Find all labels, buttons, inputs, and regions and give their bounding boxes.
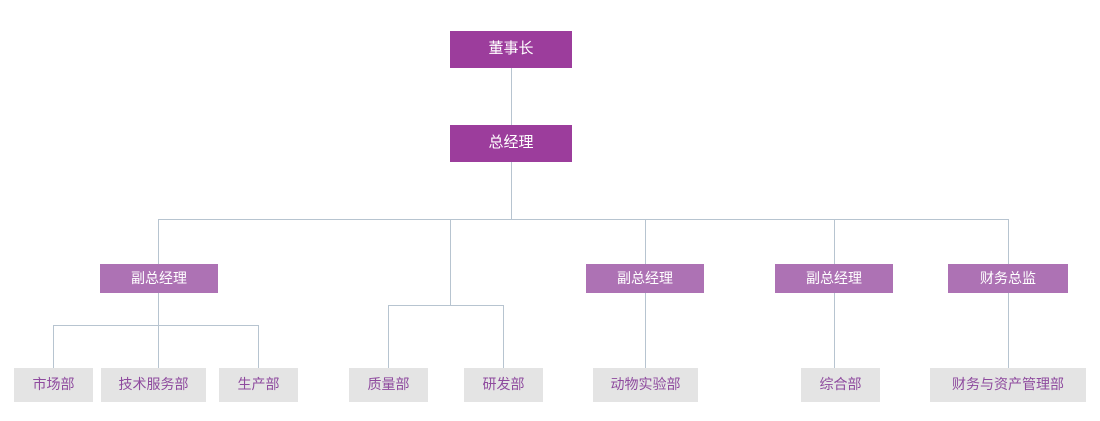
connector-branch3-leaf — [645, 293, 646, 368]
node-dept-finance-asset[interactable]: 财务与资产管理部 — [930, 368, 1086, 402]
connector-bus-drop-1 — [158, 219, 159, 264]
node-dept-marketing[interactable]: 市场部 — [14, 368, 93, 402]
node-dept-rnd[interactable]: 研发部 — [464, 368, 543, 402]
connector-branch1-leaf-2 — [158, 325, 159, 368]
node-deputy-gm-3[interactable]: 副总经理 — [775, 264, 893, 293]
connector-branch4-leaf — [834, 293, 835, 368]
connector-branch2-leaf-2 — [503, 305, 504, 368]
connector-bus-drop-2 — [450, 219, 451, 305]
node-dept-animal-lab[interactable]: 动物实验部 — [593, 368, 698, 402]
connector-bus-drop-5 — [1008, 219, 1009, 264]
node-dept-finance-asset-label: 财务与资产管理部 — [952, 376, 1064, 393]
node-dept-rnd-label: 研发部 — [482, 376, 525, 393]
node-dept-production[interactable]: 生产部 — [219, 368, 298, 402]
connector-branch1-leaf-3 — [258, 325, 259, 368]
node-dept-technical-service-label: 技术服务部 — [118, 376, 189, 393]
connector-bus-drop-3 — [645, 219, 646, 264]
node-dept-animal-lab-label: 动物实验部 — [610, 376, 681, 393]
connector-branch5-leaf — [1008, 293, 1009, 368]
node-general-manager-label: 总经理 — [488, 134, 534, 152]
connector-bus-drop-4 — [834, 219, 835, 264]
node-dept-marketing-label: 市场部 — [32, 376, 75, 393]
node-dept-quality[interactable]: 质量部 — [349, 368, 428, 402]
node-deputy-gm-1-label: 副总经理 — [131, 269, 187, 286]
connector-branch1-leaf-1 — [53, 325, 54, 368]
node-dept-quality-label: 质量部 — [367, 376, 410, 393]
node-chairman-label: 董事长 — [488, 40, 534, 58]
node-cfo[interactable]: 财务总监 — [948, 264, 1068, 293]
connector-chairman-to-gm — [511, 68, 512, 125]
node-dept-general-affairs-label: 综合部 — [819, 376, 862, 393]
connector-branch2-bus — [388, 305, 504, 306]
connector-branch1-bus — [53, 325, 259, 326]
node-dept-production-label: 生产部 — [237, 376, 280, 393]
node-deputy-gm-1[interactable]: 副总经理 — [100, 264, 218, 293]
connector-branch1-stem — [158, 293, 159, 325]
connector-branch2-leaf-1 — [388, 305, 389, 368]
node-deputy-gm-2[interactable]: 副总经理 — [586, 264, 704, 293]
connector-main-bus — [158, 219, 1009, 220]
node-general-manager[interactable]: 总经理 — [450, 125, 572, 162]
node-deputy-gm-2-label: 副总经理 — [617, 269, 673, 286]
node-chairman[interactable]: 董事长 — [450, 31, 572, 68]
node-dept-general-affairs[interactable]: 综合部 — [801, 368, 880, 402]
connector-gm-to-bus — [511, 161, 512, 219]
node-dept-technical-service[interactable]: 技术服务部 — [101, 368, 206, 402]
node-deputy-gm-3-label: 副总经理 — [806, 269, 862, 286]
node-cfo-label: 财务总监 — [980, 269, 1036, 286]
